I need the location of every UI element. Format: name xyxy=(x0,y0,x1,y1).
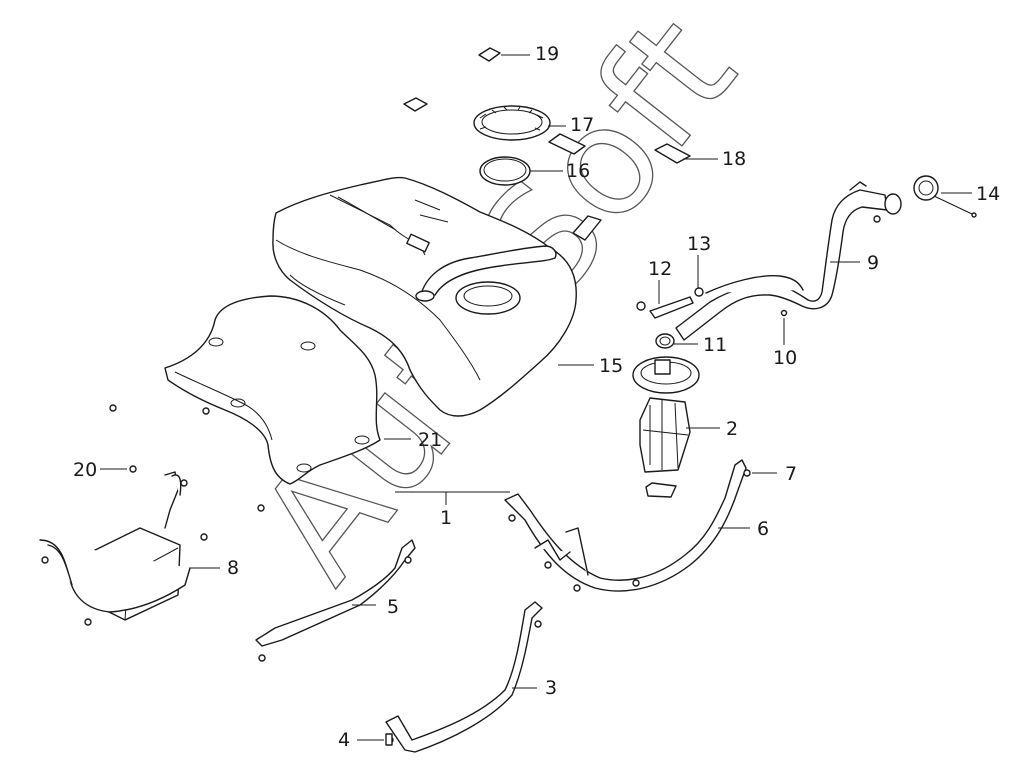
callout-9: 9 xyxy=(867,252,879,274)
part-6-strap xyxy=(504,459,747,592)
callout-15: 15 xyxy=(599,355,623,377)
part-3-strap xyxy=(385,601,543,753)
part-14-fuel-cap xyxy=(913,175,977,218)
part-2-fuel-pump xyxy=(632,356,700,498)
leader-lines xyxy=(100,54,972,741)
part-11-clamp xyxy=(655,333,675,349)
part-7-bolt xyxy=(743,469,751,477)
part-1-fuel-tank xyxy=(272,176,577,417)
callout-12: 12 xyxy=(648,258,672,280)
bolt-set xyxy=(109,404,265,541)
part-20-bolt xyxy=(129,465,137,473)
callout-17: 17 xyxy=(570,114,594,136)
part-pad-small xyxy=(403,97,428,112)
callout-11: 11 xyxy=(703,334,727,356)
part-8-canister xyxy=(39,471,191,626)
callout-20: 20 xyxy=(73,459,97,481)
part-21-heat-shield xyxy=(164,295,381,485)
callout-7: 7 xyxy=(785,463,797,485)
part-10-bolt xyxy=(780,309,788,317)
callout-4: 4 xyxy=(338,729,350,751)
callout-8: 8 xyxy=(227,557,239,579)
part-18-pad xyxy=(654,143,691,164)
part-clip xyxy=(572,215,602,241)
callout-6: 6 xyxy=(757,518,769,540)
callout-19: 19 xyxy=(535,43,559,65)
callout-5: 5 xyxy=(387,596,399,618)
callout-13: 13 xyxy=(687,233,711,255)
callout-14: 14 xyxy=(976,183,1000,205)
callout-3: 3 xyxy=(545,677,557,699)
callout-21: 21 xyxy=(418,429,442,451)
callout-10: 10 xyxy=(773,347,797,369)
part-12-valve xyxy=(636,296,694,319)
part-4-bolt xyxy=(385,733,393,746)
callout-16: 16 xyxy=(566,160,590,182)
callout-1: 1 xyxy=(440,507,452,529)
part-5-strap xyxy=(255,539,416,662)
part-19-pad xyxy=(478,47,501,62)
callout-18: 18 xyxy=(722,148,746,170)
part-13-connector xyxy=(694,287,704,297)
callout-labels: 19 17 16 18 14 9 13 12 10 11 15 2 21 7 2… xyxy=(73,43,1000,751)
part-pad-17b xyxy=(548,133,586,155)
callout-2: 2 xyxy=(726,418,738,440)
part-17-lock-ring xyxy=(473,105,551,141)
part-16-seal xyxy=(479,156,531,186)
part-9-filler-pipe xyxy=(675,181,902,341)
